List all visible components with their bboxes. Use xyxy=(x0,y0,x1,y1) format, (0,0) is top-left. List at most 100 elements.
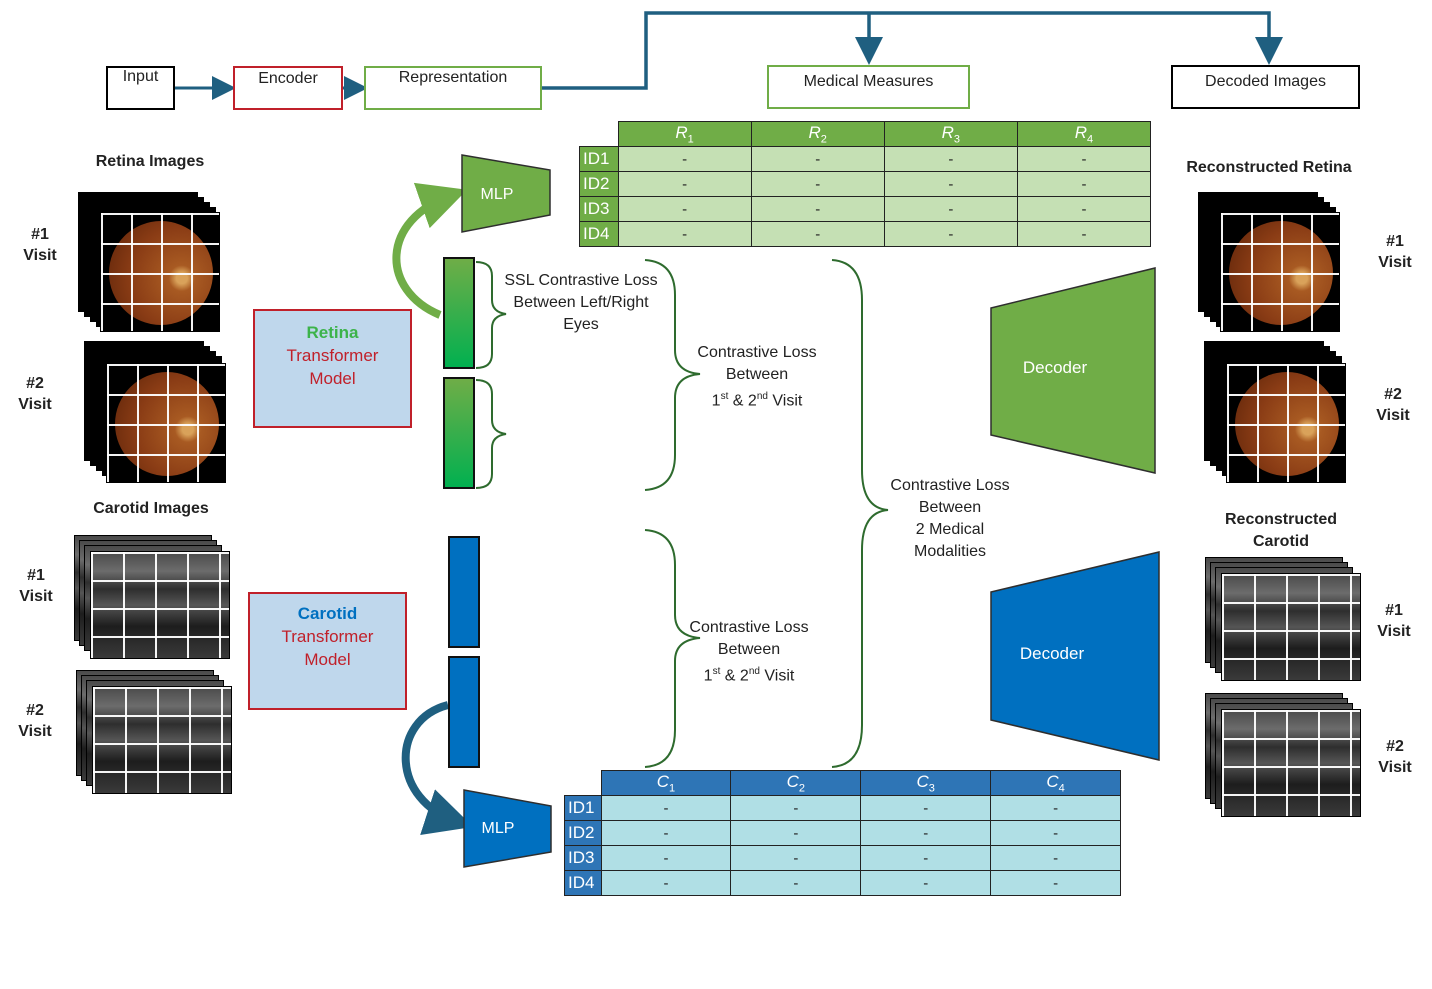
modalities-loss-line3: 2 Medical xyxy=(915,521,985,538)
ssl-loss-line2: Between Left/Right xyxy=(513,294,649,311)
legend-input: Input xyxy=(106,66,175,110)
legend-input-label: Input xyxy=(122,68,159,85)
retina-visit-brace xyxy=(644,259,701,491)
legend-representation: Representation xyxy=(364,66,542,110)
retina-visit-loss-line1: Contrastive Loss xyxy=(697,344,817,361)
modalities-loss-text: Contrastive Loss Between 2 Medical Modal… xyxy=(874,475,1026,563)
ssl-brace xyxy=(475,261,507,369)
recon-carotid-visit2-word: Visit xyxy=(1378,759,1412,776)
retina-feature-bar-2 xyxy=(443,377,475,489)
reconstructed-carotid-visit1-label: #1 Visit xyxy=(1364,600,1424,642)
recon-carotid-visit1-number: #1 xyxy=(1385,602,1403,619)
carotid-model-line2: Transformer xyxy=(281,627,374,646)
carotid-visit-brace xyxy=(644,529,701,768)
carotid-decoder-label: Decoder xyxy=(1019,644,1085,663)
retina-table-row: ID2 - - - - xyxy=(579,171,1152,197)
reconstructed-carotid-title: Reconstructed Carotid xyxy=(1190,509,1372,553)
retina-feature-bar-1 xyxy=(443,257,475,369)
legend-representation-label: Representation xyxy=(398,69,508,86)
retina-cell: - xyxy=(617,221,752,247)
reconstructed-retina-visit2-label: #2 Visit xyxy=(1363,384,1423,426)
carotid-cell: - xyxy=(990,795,1121,821)
carotid-feature-bar-2 xyxy=(448,656,480,768)
retina-cell: - xyxy=(1016,221,1152,247)
retina-row-id: ID3 xyxy=(579,196,619,222)
reconstructed-retina-visit1-label: #1 Visit xyxy=(1365,231,1425,273)
ssl-loss-line3: Eyes xyxy=(563,316,599,333)
retina-measures-table: R1 R2 R3 R4 ID1 - - - - ID2 - - - - ID3 … xyxy=(579,121,1152,247)
carotid-visit2-label: #2 Visit xyxy=(5,700,65,742)
legend-encoder-label: Encoder xyxy=(258,70,318,87)
carotid-visit2-word: Visit xyxy=(18,723,52,740)
carotid-visit-loss-text: Contrastive Loss Between 1st & 2nd Visit xyxy=(672,617,826,687)
retina-model-line2: Transformer xyxy=(286,346,379,365)
retina-cell: - xyxy=(883,171,1018,197)
retina-decoder-shape xyxy=(990,267,1156,474)
retina-cell: - xyxy=(883,146,1018,172)
carotid-row-id: ID2 xyxy=(564,820,602,846)
retina-row-id: ID2 xyxy=(579,171,619,197)
carotid-cell: - xyxy=(860,795,992,821)
recon-carotid-visit2-number: #2 xyxy=(1386,738,1404,755)
carotid-transformer-model: Carotid Transformer Model xyxy=(248,592,407,710)
carotid-cell: - xyxy=(600,870,732,896)
carotid-visit1-number: #1 xyxy=(27,567,45,584)
recon-carotid-title-line1: Reconstructed xyxy=(1224,511,1338,528)
recon-retina-visit2-number: #2 xyxy=(1384,386,1402,403)
carotid-header-3: C3 xyxy=(860,770,992,796)
retina-cell: - xyxy=(883,221,1018,247)
carotid-visit-loss-line2: Between xyxy=(717,641,781,658)
modalities-loss-line2: Between xyxy=(918,499,982,516)
modalities-loss-line4: Modalities xyxy=(913,543,987,560)
retina-visit1-word: Visit xyxy=(23,247,57,264)
carotid-visit1-word: Visit xyxy=(19,588,53,605)
carotid-cell: - xyxy=(600,845,732,871)
retina-visit-loss-text: Contrastive Loss Between 1st & 2nd Visit xyxy=(680,342,834,412)
retina-cell: - xyxy=(617,146,752,172)
carotid-cell: - xyxy=(860,845,992,871)
carotid-table-row: ID3 - - - - xyxy=(564,845,1121,871)
recon-retina-visit1-number: #1 xyxy=(1386,233,1404,250)
carotid-visit1-image-stack xyxy=(74,535,232,661)
legend-decoded-images-label: Decoded Images xyxy=(1205,73,1326,90)
legend-decoded-images: Decoded Images xyxy=(1171,65,1360,109)
carotid-cell: - xyxy=(990,845,1121,871)
carotid-cell: - xyxy=(730,795,862,821)
carotid-cell: - xyxy=(730,870,862,896)
reconstructed-carotid-visit1-stack xyxy=(1205,557,1363,683)
reconstructed-retina-title: Reconstructed Retina xyxy=(1186,159,1352,176)
carotid-visit2-number: #2 xyxy=(26,702,44,719)
retina-table-header-row: R1 R2 R3 R4 xyxy=(580,121,1152,147)
retina-cell: - xyxy=(1016,146,1152,172)
carotid-cell: - xyxy=(730,845,862,871)
carotid-mlp-shape xyxy=(463,789,552,868)
retina-visit-loss-line2: Between xyxy=(725,366,789,383)
modalities-loss-line1: Contrastive Loss xyxy=(890,477,1010,494)
retina-transformer-model: Retina Transformer Model xyxy=(253,309,412,428)
retina-cell: - xyxy=(617,196,752,222)
reconstructed-retina-visit1-stack xyxy=(1198,192,1340,336)
carotid-visit2-image-stack xyxy=(76,670,234,796)
carotid-cell: - xyxy=(730,820,862,846)
carotid-cell: - xyxy=(990,870,1121,896)
retina-cell: - xyxy=(750,196,885,222)
ssl-brace-2 xyxy=(475,379,507,489)
legend-encoder: Encoder xyxy=(233,66,343,110)
reconstructed-retina-visit2-stack xyxy=(1204,341,1346,485)
retina-visit2-image-stack xyxy=(84,341,226,485)
retina-visit1-number: #1 xyxy=(31,226,49,243)
recon-retina-visit1-word: Visit xyxy=(1378,254,1412,271)
retina-model-title: Retina xyxy=(306,323,359,342)
retina-header-3: R3 xyxy=(883,121,1018,147)
carotid-header-4: C4 xyxy=(990,770,1121,796)
retina-mlp-shape xyxy=(461,154,551,233)
retina-visit2-label: #2 Visit xyxy=(5,373,65,415)
carotid-cell: - xyxy=(990,820,1121,846)
carotid-visit-loss-line1: Contrastive Loss xyxy=(689,619,809,636)
retina-model-line3: Model xyxy=(309,369,356,388)
carotid-model-title: Carotid xyxy=(297,604,358,623)
carotid-decoder-shape xyxy=(990,551,1160,761)
retina-table-row: ID1 - - - - xyxy=(579,146,1152,172)
carotid-mlp-label: MLP xyxy=(481,820,515,837)
